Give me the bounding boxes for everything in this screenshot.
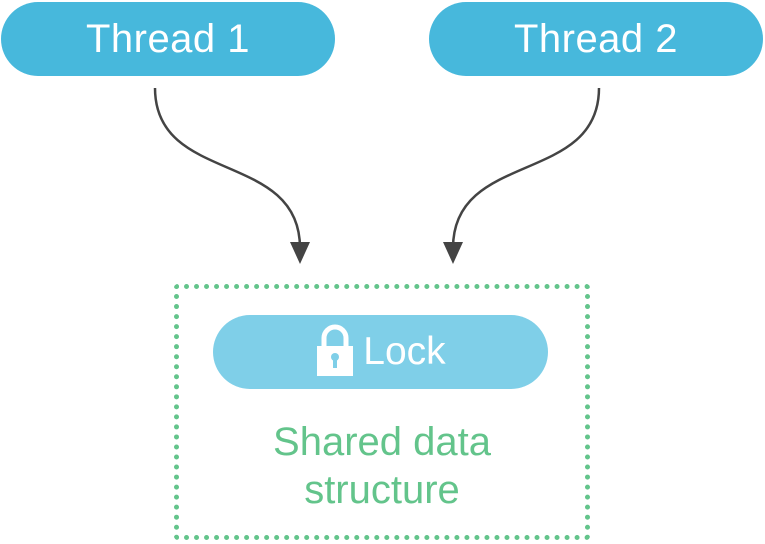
shared-label-line-1: Shared data [273,420,491,464]
thread-1-node: Thread 1 [1,2,335,76]
arrow-thread1-to-shared [153,87,310,264]
thread-1-label: Thread 1 [85,16,251,61]
shared-data-structure-label: Shared data structure [174,418,590,514]
lock-label: Lock [363,330,446,373]
arrow-head-2 [443,242,463,264]
shared-label-line-2: structure [304,468,460,512]
shared-data-structure-box [174,284,590,540]
padlock-icon [317,324,354,376]
arrow-thread2-to-shared [443,87,601,264]
lock-node: Lock [213,315,548,389]
thread-2-label: Thread 2 [513,16,679,61]
thread-2-node: Thread 2 [429,2,763,76]
arrow-head-1 [290,242,310,264]
